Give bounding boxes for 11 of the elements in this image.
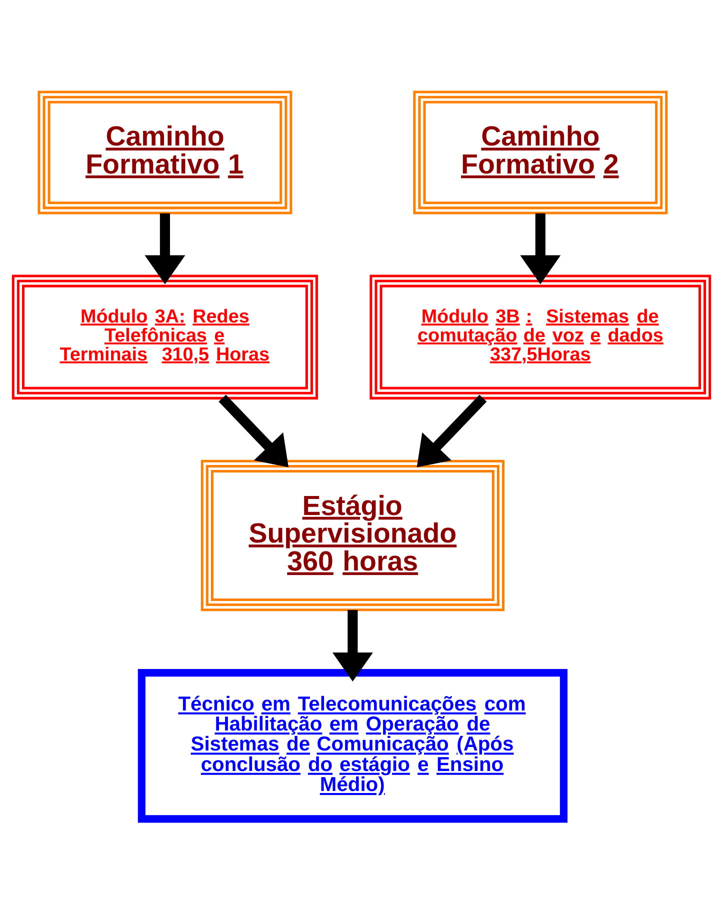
node-box: Técnico em Telecomunicações com Habilitação em Operação de Sistemas de Comunicação (Após conclusão do estágio e Ensino Médio) xyxy=(138,669,568,823)
arrow xyxy=(520,213,561,284)
node-box: Módulo 3B : Sistemas de comutação de voz e dados 337,5Horas xyxy=(370,274,712,400)
arrow xyxy=(332,610,373,682)
arrow xyxy=(144,213,186,284)
node-box: Módulo 3A: Redes Telefônicas e Terminais 310,5 Horas xyxy=(12,274,318,400)
arrow xyxy=(416,394,487,468)
node-box: Caminho Formativo 2 xyxy=(413,90,668,214)
arrow xyxy=(218,394,289,468)
node-box: Caminho Formativo 1 xyxy=(38,90,292,214)
node-box: Estágio Supervisionado 360 horas xyxy=(200,460,504,612)
